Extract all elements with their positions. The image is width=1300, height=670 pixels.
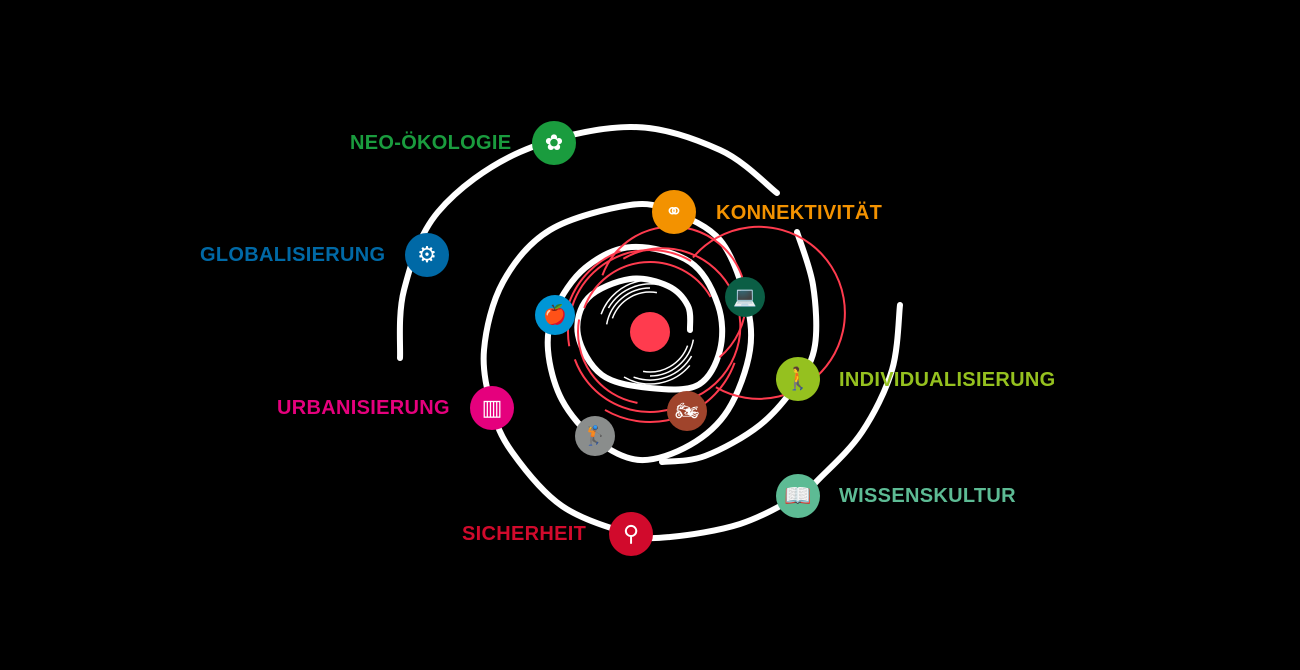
label-konnektivitaet: KONNEKTIVITÄT	[716, 202, 883, 224]
city-buildings-icon: ▥	[470, 386, 514, 430]
red-swirl-arc	[583, 261, 712, 309]
white-swirl-arc	[633, 355, 693, 381]
spiral-main	[480, 201, 903, 542]
red-swirl-arc	[568, 250, 621, 303]
white-swirl-arc	[605, 287, 651, 325]
wind-turbine-leaf-icon: ✿	[532, 121, 576, 165]
label-wissenskultur: WISSENSKULTUR	[839, 485, 1016, 507]
network-nodes-icon: ⚭	[652, 190, 696, 234]
globe-gears-icon: ⚙	[405, 233, 449, 277]
label-urbanisierung: URBANISIERUNG	[277, 397, 450, 419]
spiral-outer-arc	[396, 123, 780, 361]
white-swirl-arc	[611, 291, 658, 319]
white-swirl-arc	[600, 280, 642, 315]
senior-exercise-icon: 🏌	[575, 416, 615, 456]
white-swirl-arc	[623, 364, 691, 385]
label-sicherheit: SICHERHEIT	[462, 523, 587, 545]
motorbike-icon: 🏍	[667, 391, 707, 431]
red-swirl-arc	[577, 319, 638, 404]
red-swirl-arc	[692, 225, 846, 400]
tightrope-walker-icon: 🚶	[776, 357, 820, 401]
label-globalisierung: GLOBALISIERUNG	[200, 244, 386, 266]
laptop-wrench-icon: 💻	[725, 277, 765, 317]
label-neo-oekologie: NEO-ÖKOLOGIE	[350, 132, 512, 154]
white-swirl-arc	[642, 345, 689, 373]
label-individualisierung: INDIVIDUALISIERUNG	[839, 369, 1056, 391]
white-swirl-arc	[607, 283, 667, 309]
keyhole-icon: ⚲	[609, 512, 653, 556]
white-swirl-arc	[649, 339, 695, 377]
apple-heartbeat-icon: 🍎	[535, 295, 575, 335]
book-tablet-icon: 📖	[776, 474, 820, 518]
red-core-dot	[630, 312, 670, 352]
